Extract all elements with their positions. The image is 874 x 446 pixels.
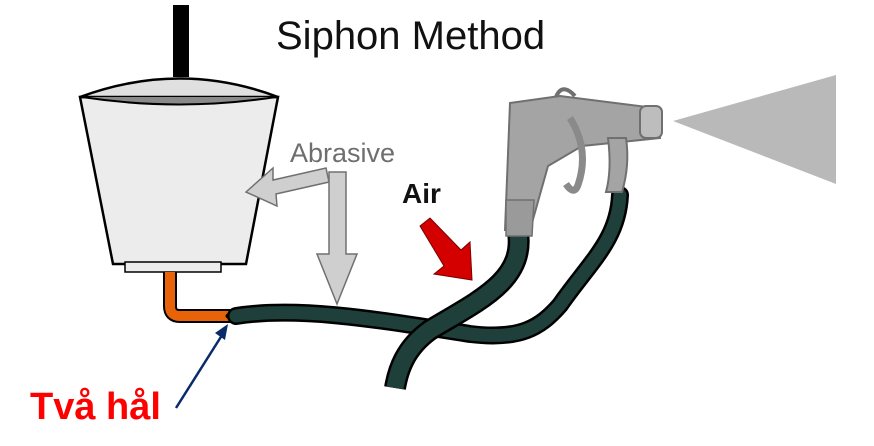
spray-cone-icon xyxy=(673,75,836,184)
abrasive-arrow-down xyxy=(315,171,359,307)
hanger-rod xyxy=(173,5,189,77)
air-label: Air xyxy=(402,178,441,209)
holes-pointer-line xyxy=(174,331,226,409)
holes-pointer-head xyxy=(215,324,228,340)
diagram-title: Siphon Method xyxy=(276,14,546,58)
abrasive-arrow-to-hopper xyxy=(244,166,330,208)
pickup-tube xyxy=(163,272,238,323)
abrasive-hopper-icon xyxy=(78,77,280,273)
air-arrow xyxy=(419,217,473,281)
spray-gun-icon xyxy=(503,87,663,237)
abrasive-label: Abrasive xyxy=(290,138,396,168)
holes-label: Två hål xyxy=(30,386,161,428)
